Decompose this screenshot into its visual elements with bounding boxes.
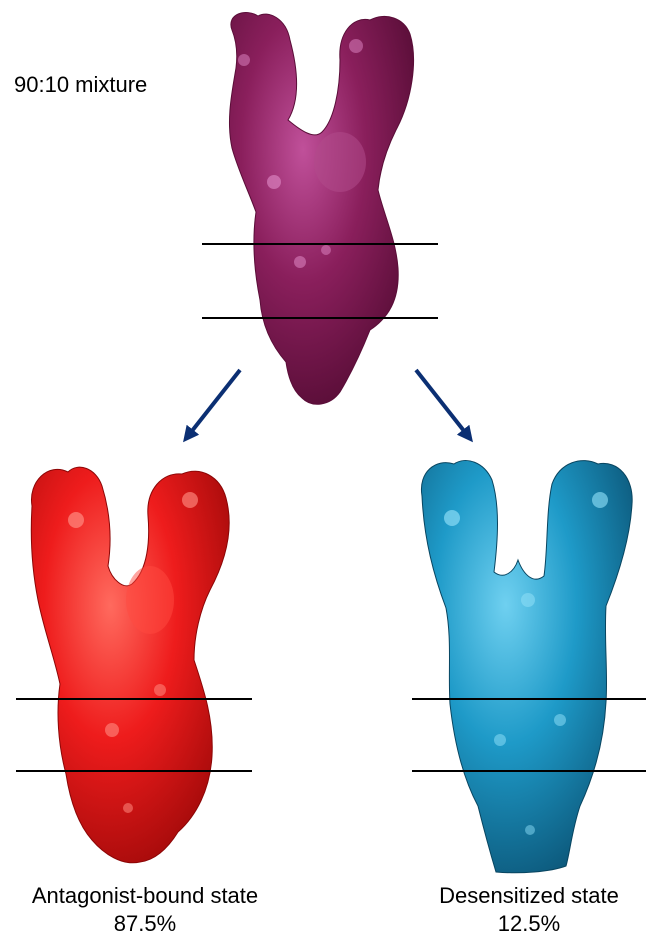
arrow-to-antagonist-bound	[188, 370, 240, 436]
desensitized-state-percent: 12.5%	[410, 910, 648, 938]
antagonist-bound-state-name: Antagonist-bound state	[0, 882, 290, 910]
mixture-label: 90:10 mixture	[14, 72, 147, 98]
arrow-to-desensitized	[416, 370, 468, 436]
antagonist-bound-density-map	[31, 467, 229, 863]
desensitized-state-name: Desensitized state	[410, 882, 648, 910]
antagonist-bound-caption: Antagonist-bound state 87.5%	[0, 882, 290, 938]
desensitized-caption: Desensitized state 12.5%	[410, 882, 648, 938]
antagonist-bound-state-percent: 87.5%	[0, 910, 290, 938]
mixture-density-map	[229, 12, 413, 404]
desensitized-density-map	[421, 461, 632, 873]
